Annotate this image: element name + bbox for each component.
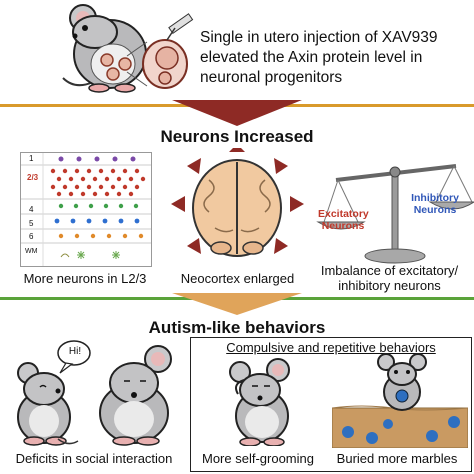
layer-wm-label: WM — [25, 248, 38, 255]
section1-title: Neurons Increased — [160, 127, 314, 146]
compulsive-behaviors-box — [190, 337, 472, 472]
down-arrow-icon — [172, 100, 302, 126]
caption-imbalance-line2: inhibitory neurons — [338, 278, 441, 293]
inhibitory-label-line2: Neurons — [413, 204, 457, 216]
inhibitory-label: Inhibitory Neurons — [405, 192, 465, 216]
caption-imbalance: Imbalance of excitatory/ inhibitory neur… — [305, 263, 474, 293]
layer-5-label: 5 — [29, 219, 34, 228]
caption-grooming: More self-grooming — [202, 451, 314, 466]
caption-social: Deficits in social interaction — [15, 451, 173, 466]
speech-hi: Hi! — [68, 346, 82, 357]
layer-23-label: 2/3 — [27, 173, 39, 182]
injected-mouse-illustration — [62, 4, 194, 93]
social-mice-illustration — [17, 340, 172, 446]
section2-title: Autism-like behaviors — [148, 318, 326, 337]
enlarged-brain-illustration — [171, 148, 304, 257]
intro-line-2: elevated the Axin protein level in — [200, 49, 423, 66]
compulsive-box-title: Compulsive and repetitive behaviors — [226, 340, 436, 355]
down-arrow-2-icon — [172, 293, 302, 315]
self-grooming-mouse-illustration — [229, 358, 290, 446]
excitatory-label-line2: Neurons — [321, 220, 365, 232]
marble-burying-illustration — [332, 353, 468, 448]
intro-line-3: neuronal progenitors — [200, 69, 343, 86]
balance-scale-illustration — [316, 164, 474, 264]
cortex-layers-panel: 1 2/3 4 5 6 WM — [20, 152, 152, 267]
caption-imbalance-line1: Imbalance of excitatory/ — [320, 263, 459, 278]
caption-marbles: Buried more marbles — [336, 451, 458, 466]
cortex-neurons-graphic — [21, 153, 151, 266]
intro-line-1: Single in utero injection of XAV939 — [200, 29, 438, 46]
caption-more-neurons: More neurons in L2/3 — [23, 271, 147, 286]
layer-1-label: 1 — [29, 154, 34, 163]
excitatory-label-line1: Excitatory — [318, 208, 369, 220]
caption-neocortex: Neocortex enlarged — [180, 271, 295, 286]
inhibitory-label-line1: Inhibitory — [411, 192, 459, 204]
layer-6-label: 6 — [29, 232, 34, 241]
layer-4-label: 4 — [29, 205, 34, 214]
intro-text: Single in utero injection of XAV939 elev… — [200, 28, 470, 88]
excitatory-label: Excitatory Neurons — [318, 208, 369, 232]
